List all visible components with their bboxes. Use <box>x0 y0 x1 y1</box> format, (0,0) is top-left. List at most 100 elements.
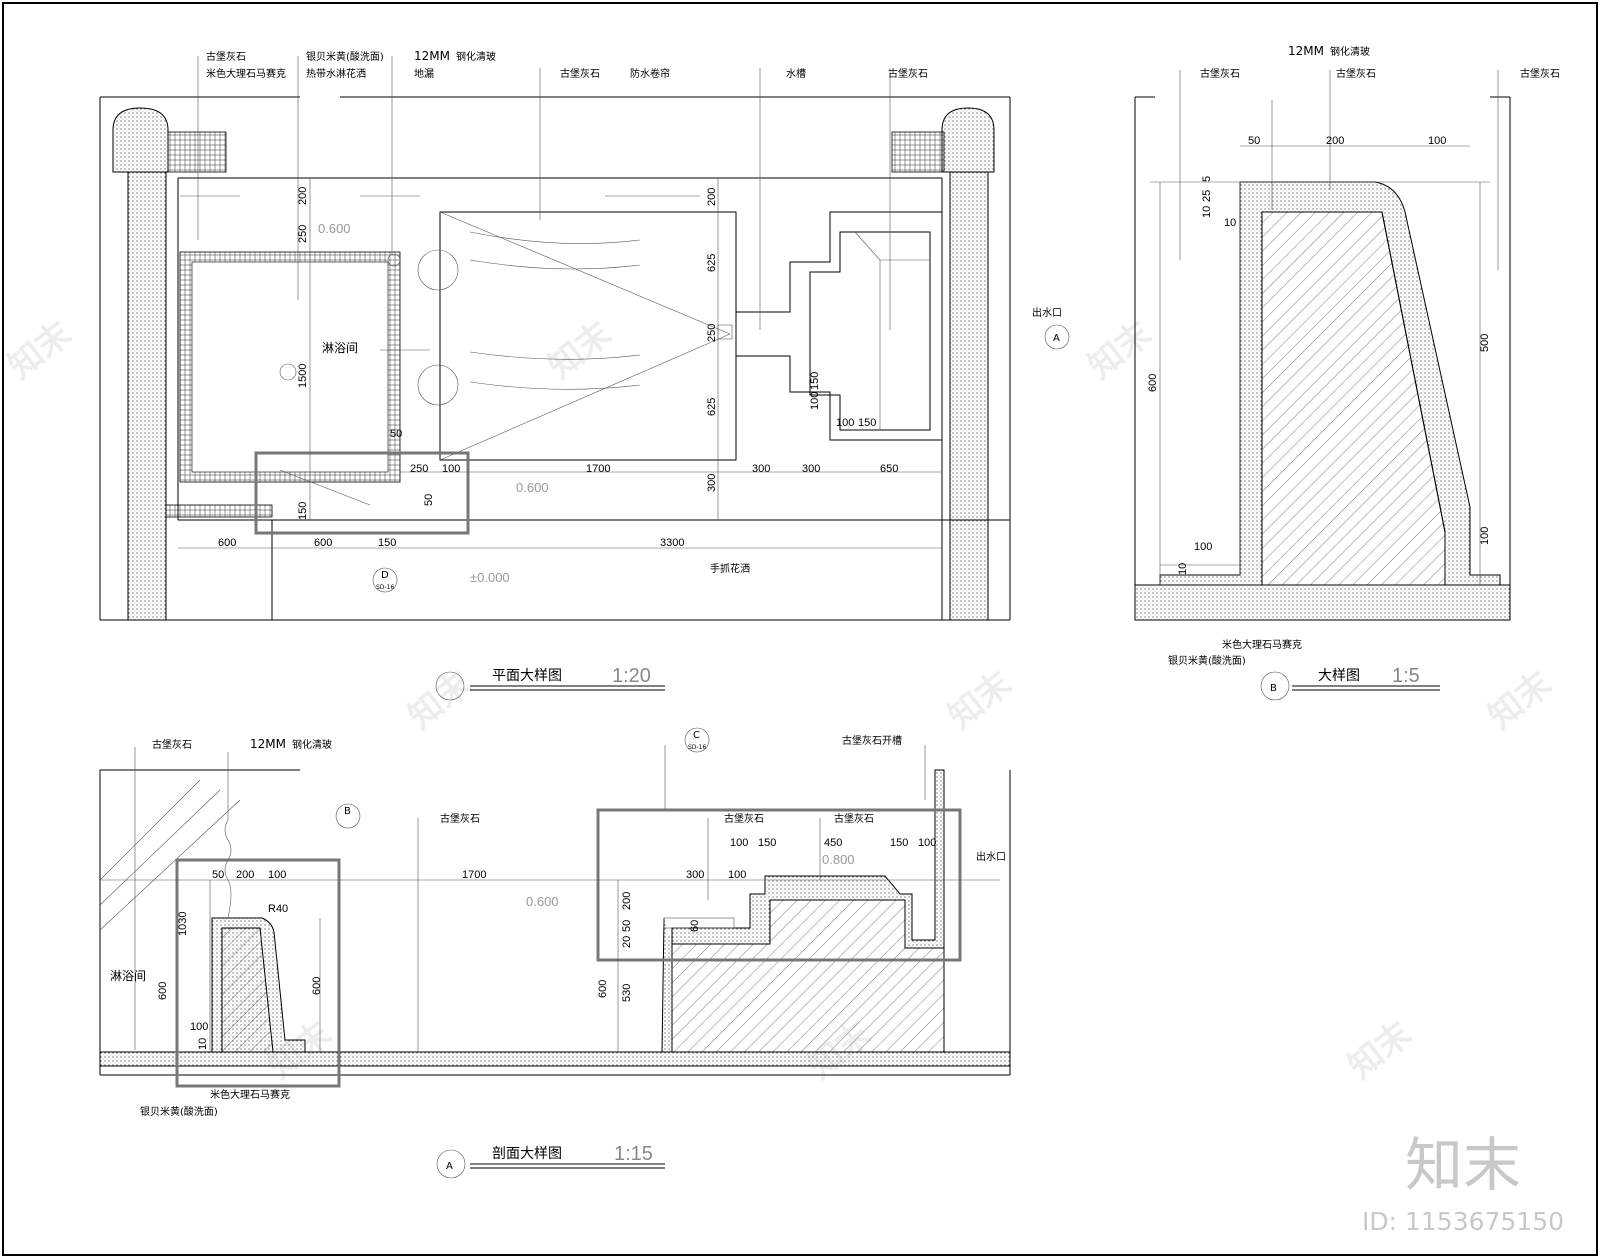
dimension: 150 <box>378 537 396 549</box>
dimension: 100 <box>1428 135 1446 147</box>
dimension: 100 <box>728 869 746 881</box>
dimension: 100 <box>268 869 286 881</box>
dimension: 100 <box>730 837 748 849</box>
watermark: 知末 <box>1341 1014 1419 1087</box>
dimension: 600 <box>157 982 169 1000</box>
dimension: 200 <box>1326 135 1344 147</box>
dimension: 1500 <box>297 364 309 388</box>
callout-text: 热带水淋花洒 <box>306 67 366 80</box>
room-label: 淋浴间 <box>322 341 358 355</box>
section-title: 剖面大样图 <box>492 1146 562 1162</box>
dimension: 200 <box>621 892 633 910</box>
dimension: 10 <box>1201 206 1213 218</box>
callout-text: 古堡灰石 <box>1520 67 1560 80</box>
callout-text: 古堡灰石 <box>1200 67 1240 80</box>
callout-text: 银贝米黄(酸洗面) <box>140 1105 218 1118</box>
dimension: 50 <box>423 494 435 506</box>
section-view: 古堡灰石 12MM 钢化清玻 古堡灰石 古堡灰石开槽 古堡灰石 古堡灰石 出水口… <box>99 727 1011 1179</box>
callout-text: 出水口 <box>1032 306 1062 319</box>
dimension: 600 <box>314 537 332 549</box>
callout-text: 米色大理石马赛克 <box>206 67 286 80</box>
dimension: 600 <box>1147 374 1159 392</box>
marker-A: A <box>446 1161 453 1172</box>
dimension: 50 <box>621 920 633 932</box>
plan-title: 平面大样图 <box>492 668 562 684</box>
plan-scale: 1:20 <box>612 665 651 687</box>
dimension: 250 <box>706 324 718 342</box>
room-label: 淋浴间 <box>110 969 146 983</box>
marker-A: A <box>1053 333 1060 344</box>
dimension: 625 <box>706 398 718 416</box>
marker-B: B <box>344 806 351 817</box>
marker-D-sub: SD-16 <box>376 584 394 591</box>
callout-text: 古堡灰石 <box>440 812 480 825</box>
dimension: 50 <box>390 428 402 440</box>
callout-text: 钢化清玻 <box>456 50 496 63</box>
marker-C: C <box>693 730 700 741</box>
watermark: 知末 <box>541 314 619 387</box>
dimension: 150 <box>758 837 776 849</box>
dimension: 150 <box>890 837 908 849</box>
dimension: 1700 <box>586 463 610 475</box>
dimension: 600 <box>311 977 323 995</box>
callout-text: 古堡灰石 <box>560 67 600 80</box>
dimension: 200 <box>297 187 309 205</box>
brand-id: ID: 1153675150 <box>1362 1207 1564 1236</box>
dimension: 150 <box>809 372 821 390</box>
watermark: 知末 <box>941 664 1019 737</box>
dimension: 1700 <box>462 869 486 881</box>
dimension: 100 <box>1479 527 1491 545</box>
callout-text: 防水卷帘 <box>630 67 670 80</box>
callout-text: 12MM <box>1288 44 1324 58</box>
callout-text: 水槽 <box>786 67 806 80</box>
dimension: 100 <box>442 463 460 475</box>
dimension: 10 <box>197 1038 209 1050</box>
callout-text: 银贝米黄(酸洗面) <box>306 50 384 63</box>
level-mark: 0.600 <box>318 221 351 236</box>
section-scale: 1:15 <box>614 1143 653 1165</box>
dimension: 100 <box>836 417 854 429</box>
dimension: 150 <box>858 417 876 429</box>
dimension: 300 <box>802 463 820 475</box>
dimension: 60 <box>689 920 701 932</box>
dimension: 20 <box>621 936 633 948</box>
dimension: 600 <box>218 537 236 549</box>
marker-D: D <box>381 570 389 581</box>
callout-text: 米色大理石马赛克 <box>1222 638 1302 651</box>
callout-text: 古堡灰石 <box>152 738 192 751</box>
dimension: 300 <box>686 869 704 881</box>
level-mark: 0.600 <box>526 894 559 909</box>
detail-b-title: 大样图 <box>1318 668 1360 684</box>
dimension: 250 <box>297 225 309 243</box>
dimension: 1030 <box>177 912 189 936</box>
callout-text: 古堡灰石 <box>724 812 764 825</box>
level-mark: 0.600 <box>516 480 549 495</box>
callout-text: 钢化清玻 <box>1330 45 1370 58</box>
callout-text: 地漏 <box>414 67 434 80</box>
dimension: 625 <box>706 254 718 272</box>
level-mark: 0.800 <box>822 852 855 867</box>
callout-text: 古堡灰石 <box>834 812 874 825</box>
detail-b-view: 古堡灰石 12MM 钢化清玻 古堡灰石 古堡灰石 米色大理石马赛克 银贝米黄(酸… <box>1134 44 1560 701</box>
callout-text: 古堡灰石开槽 <box>842 734 902 747</box>
callout-text: 手抓花洒 <box>710 562 750 575</box>
dimension: 250 <box>410 463 428 475</box>
detail-b-scale: 1:5 <box>1392 665 1420 687</box>
callout-text: 古堡灰石 <box>888 67 928 80</box>
dimension: 650 <box>880 463 898 475</box>
callout-text: 出水口 <box>976 850 1006 863</box>
dimension: 100 <box>918 837 936 849</box>
dimension: 10 <box>1224 217 1236 229</box>
marker-B: B <box>1270 683 1277 694</box>
dimension: 3300 <box>660 537 684 549</box>
dimension: 300 <box>706 474 718 492</box>
dimension: R40 <box>268 903 288 915</box>
marker-C-sub: SD-16 <box>688 744 706 751</box>
dimension: 50 <box>1248 135 1260 147</box>
callout-text: 12MM <box>414 49 450 63</box>
dimension: 450 <box>824 837 842 849</box>
brand-logo: 知末 <box>1405 1131 1521 1199</box>
dimension: 530 <box>621 984 633 1002</box>
watermark: 知末 <box>1 314 79 387</box>
